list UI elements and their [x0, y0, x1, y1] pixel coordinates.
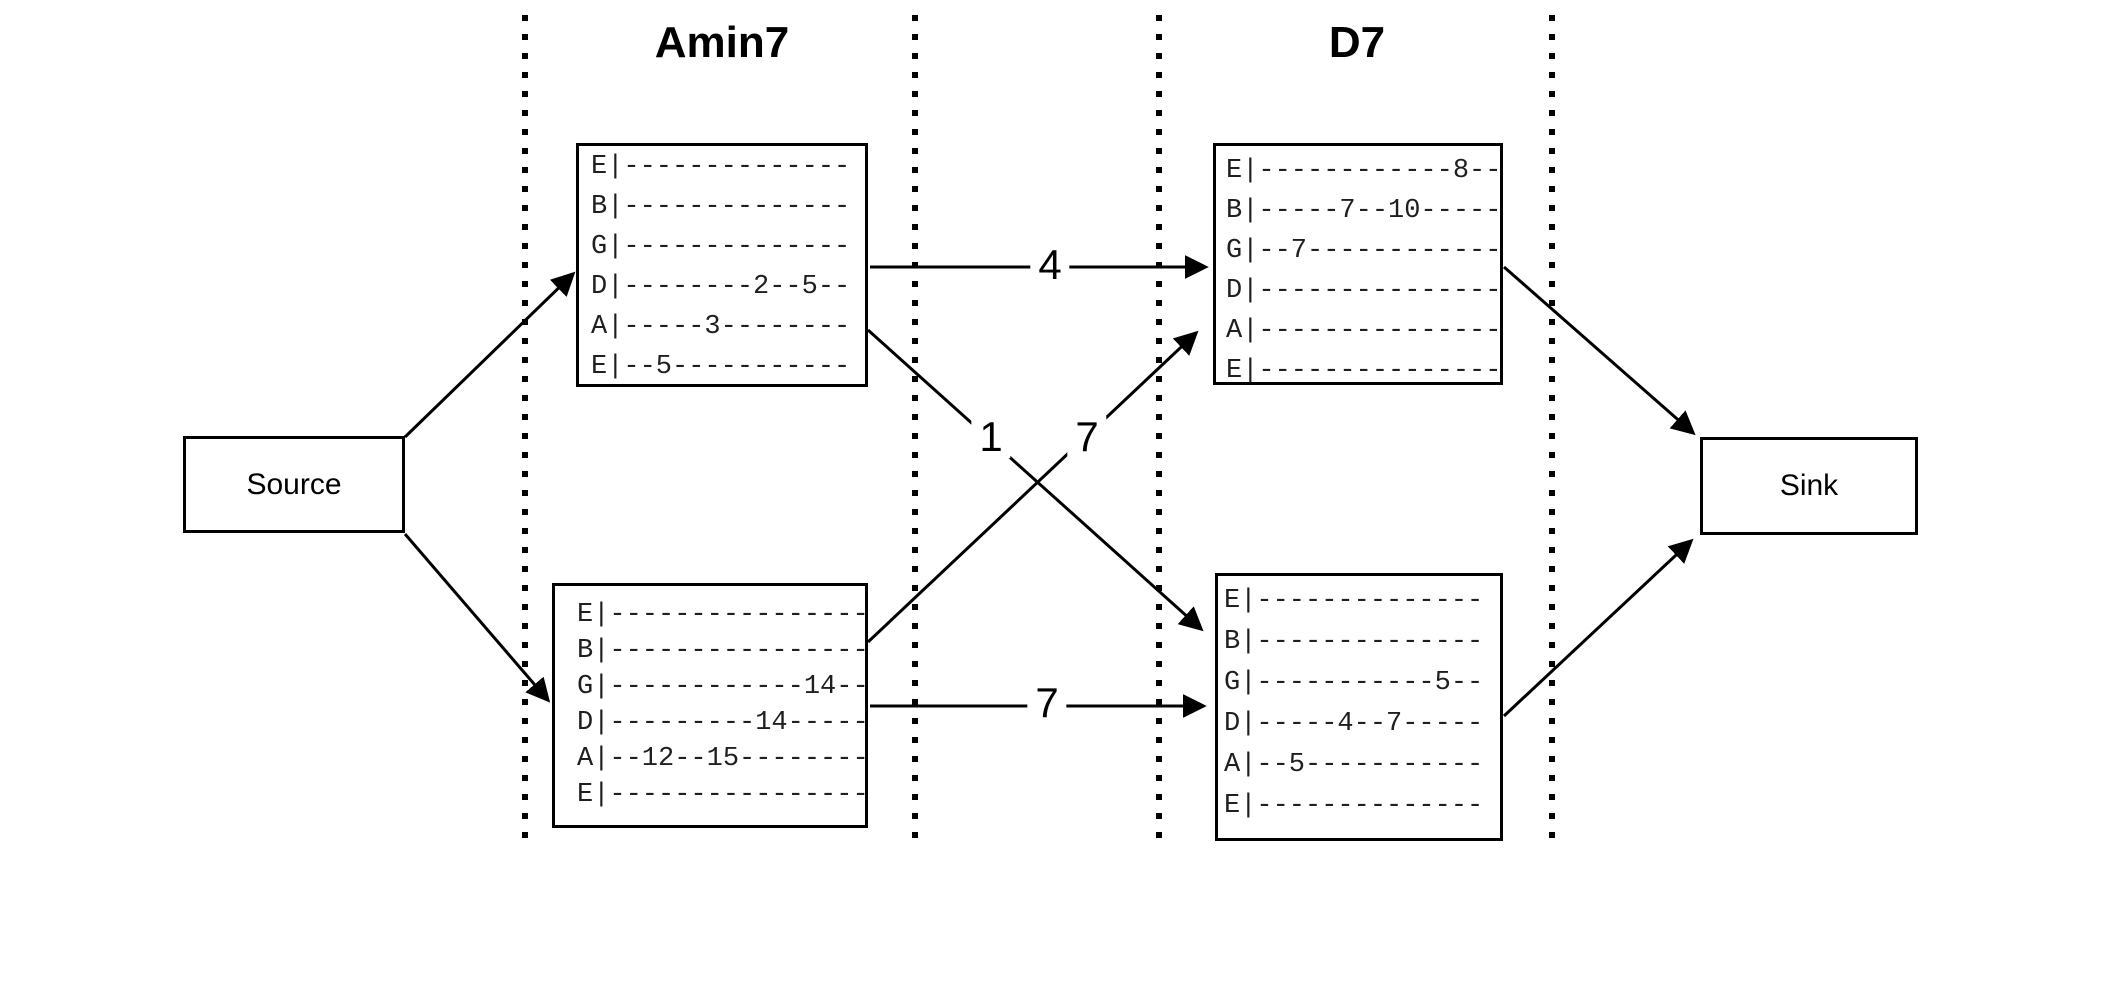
source-node-label: Source — [246, 467, 342, 501]
edge-d7-v2-to-sink — [1502, 538, 1694, 718]
edge-source-to-amin7-v1 — [403, 271, 576, 439]
column-header-d7: D7 — [1328, 18, 1386, 67]
sink-node: Sink — [1700, 437, 1918, 535]
edge-weight-label-amin7v2-d7v1: 7 — [1067, 416, 1107, 459]
edge-weight-label-amin7v1-d7v2: 1 — [971, 416, 1011, 459]
tab-text-d7-voicing-1: E|------------8-- B|-----7--10----- G|--… — [1226, 156, 1502, 386]
tab-node-amin7-voicing-2: E|---------------- B|---------------- G|… — [552, 583, 869, 828]
edge-weight-label-amin7v1-d7v1: 4 — [1030, 244, 1070, 287]
sink-node-label: Sink — [1779, 469, 1839, 502]
source-node: Source — [183, 436, 405, 533]
column-header-amin7: Amin7 — [654, 18, 790, 67]
tab-node-amin7-voicing-1: E|-------------- B|-------------- G|----… — [576, 143, 868, 387]
tab-text-amin7-voicing-1: E|-------------- B|-------------- G|----… — [591, 152, 851, 382]
tab-text-amin7-voicing-2: E|---------------- B|---------------- G|… — [577, 600, 869, 810]
edge-weight-label-amin7v2-d7v2: 7 — [1027, 682, 1067, 725]
edge-amin7-v2-to-d7-v1 — [866, 330, 1199, 644]
tab-text-d7-voicing-2: E|-------------- B|-------------- G|----… — [1224, 586, 1484, 821]
edge-source-to-amin7-v2 — [403, 533, 551, 703]
tab-node-d7-voicing-2: E|-------------- B|-------------- G|----… — [1215, 573, 1503, 841]
tab-node-d7-voicing-1: E|------------8-- B|-----7--10----- G|--… — [1213, 143, 1503, 386]
edge-d7-v1-to-sink — [1503, 265, 1696, 436]
edge-amin7-v1-to-d7-v2 — [866, 328, 1204, 632]
